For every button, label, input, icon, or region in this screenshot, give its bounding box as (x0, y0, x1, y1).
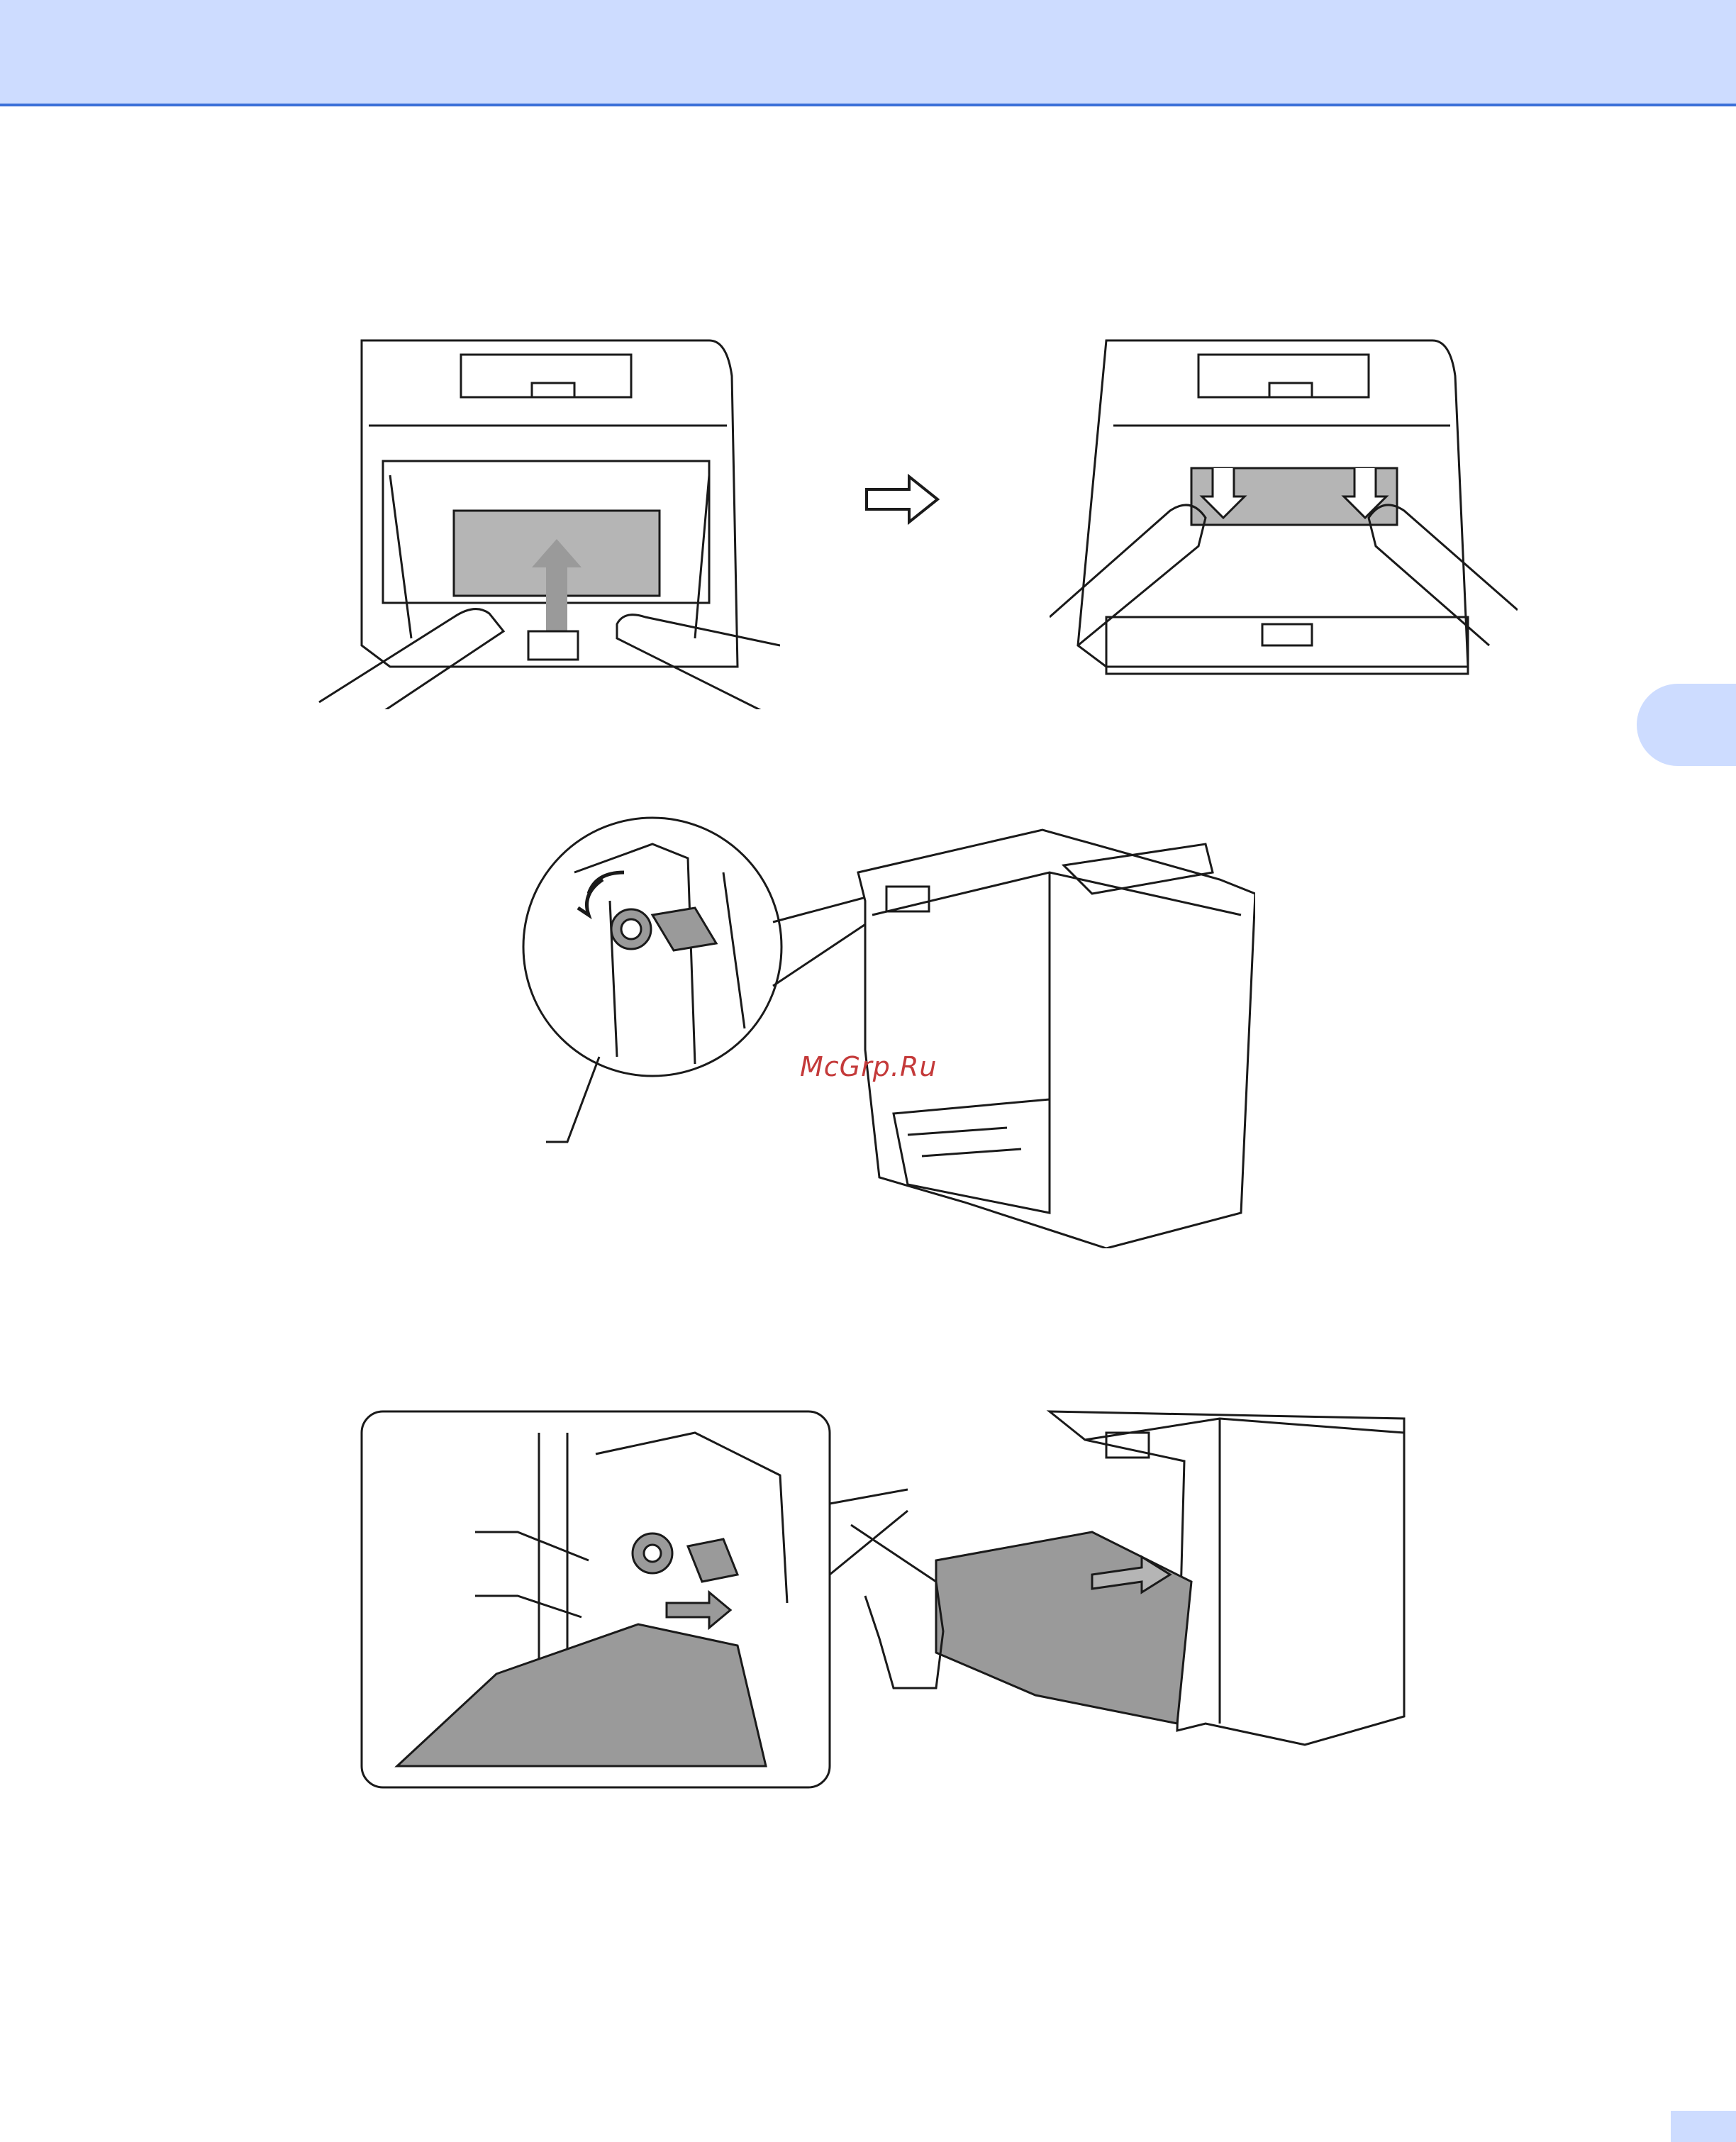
lock-lever-callout-illustration (511, 816, 1255, 1248)
page-number-tab (1671, 2111, 1736, 2142)
drum-insert-callout-illustration (355, 1390, 1418, 1794)
watermark: McGrp.Ru (800, 1051, 937, 1082)
right-arrow-icon (864, 474, 942, 525)
header-band (0, 0, 1736, 106)
printer-belt-hold-illustration (1050, 333, 1518, 681)
printer-belt-lift-illustration (312, 333, 780, 709)
chapter-tab (1637, 684, 1736, 766)
